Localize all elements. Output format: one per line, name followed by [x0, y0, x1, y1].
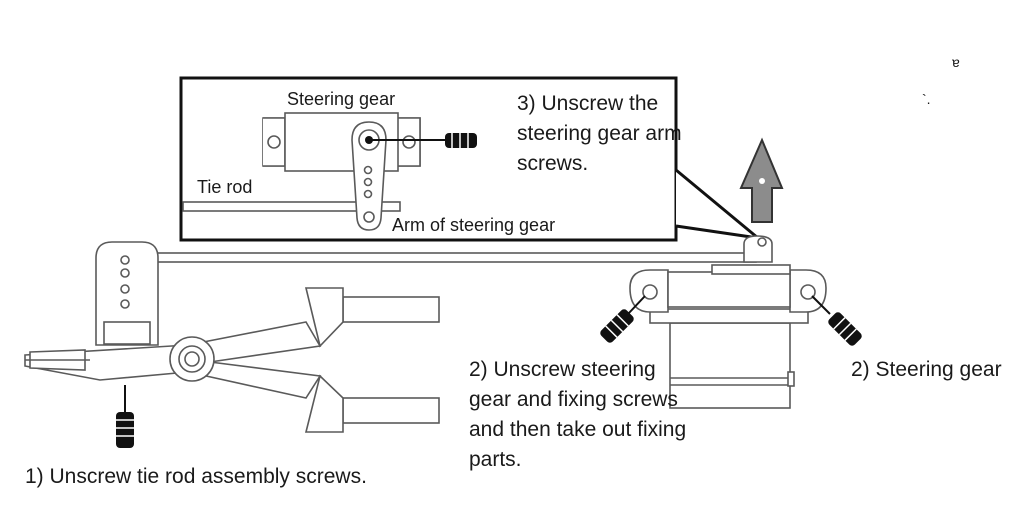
inset-steering-gear-label: Steering gear [287, 89, 395, 109]
inset-instruction-line: screws. [517, 152, 588, 175]
steering-gear-label: 2) Steering gear [851, 358, 1002, 381]
steering-gear-top-view [262, 112, 421, 172]
inset-tie-rod-label: Tie rod [197, 177, 252, 197]
screwdriver-icon [116, 385, 134, 448]
step2-line: 2) Unscrew steering [469, 358, 656, 381]
inset-steering-arm [351, 121, 387, 231]
inset-tie-rod [182, 201, 401, 212]
screwdriver-icon [600, 295, 646, 343]
screwdriver-icon [811, 295, 862, 346]
screwdriver-icon [372, 133, 477, 148]
steering-gear [629, 264, 827, 409]
stray-mark: `. [922, 91, 931, 107]
inset-instruction-line: steering gear arm [517, 122, 682, 145]
step2-label: 2) Unscrew steering gear and fixing scre… [469, 358, 686, 471]
step1-label: 1) Unscrew tie rod assembly screws. [25, 465, 367, 488]
inset-detail: Steering gear Tie rod Arm of steering ge… [179, 76, 764, 242]
step2-line: parts. [469, 448, 522, 471]
stray-mark: ɐ [952, 54, 960, 70]
step2-line: and then take out fixing [469, 418, 686, 441]
tie-rod-clamp-assembly [24, 241, 440, 433]
inset-instruction: 3) Unscrew the steering gear arm screws. [517, 92, 682, 175]
inset-instruction-line: 3) Unscrew the [517, 92, 658, 115]
up-arrow-icon [739, 137, 784, 223]
step2-line: gear and fixing screws [469, 388, 678, 411]
inset-arm-label: Arm of steering gear [392, 215, 555, 235]
